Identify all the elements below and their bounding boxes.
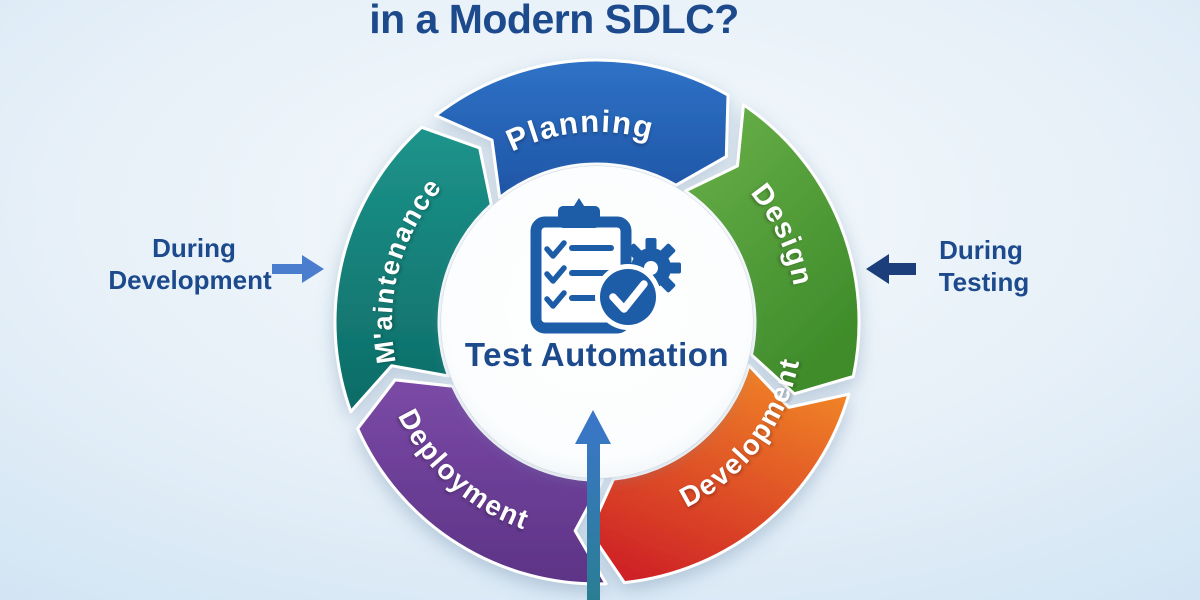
up-arrow-icon xyxy=(575,410,611,600)
segment-design xyxy=(683,103,861,396)
clipboard-clip xyxy=(558,206,600,228)
sdlc-ring xyxy=(333,58,861,586)
annotation-left-line2: Development xyxy=(108,265,272,295)
segment-development xyxy=(588,364,851,585)
page-title: in a Modern SDLC? xyxy=(369,0,739,42)
segment-maintenance xyxy=(333,125,493,414)
segment-deployment xyxy=(356,378,608,586)
annotation-left-line1: During xyxy=(152,233,236,263)
check-badge xyxy=(600,269,656,325)
annotation-right-line2: Testing xyxy=(939,267,1030,297)
checklist-checkmarks xyxy=(544,240,567,309)
right-arrow-icon xyxy=(272,255,324,283)
left-arrow-icon xyxy=(866,254,916,284)
annotation-during-development: During Development xyxy=(108,233,324,295)
annotation-during-testing: During Testing xyxy=(866,235,1029,297)
clipboard-checklist-gear-check-icon xyxy=(530,198,681,334)
check-badge-checkmark-icon xyxy=(609,280,648,313)
annotation-right-line1: During xyxy=(939,235,1023,265)
center-label: Test Automation xyxy=(465,336,729,373)
segment-planning xyxy=(434,58,730,199)
